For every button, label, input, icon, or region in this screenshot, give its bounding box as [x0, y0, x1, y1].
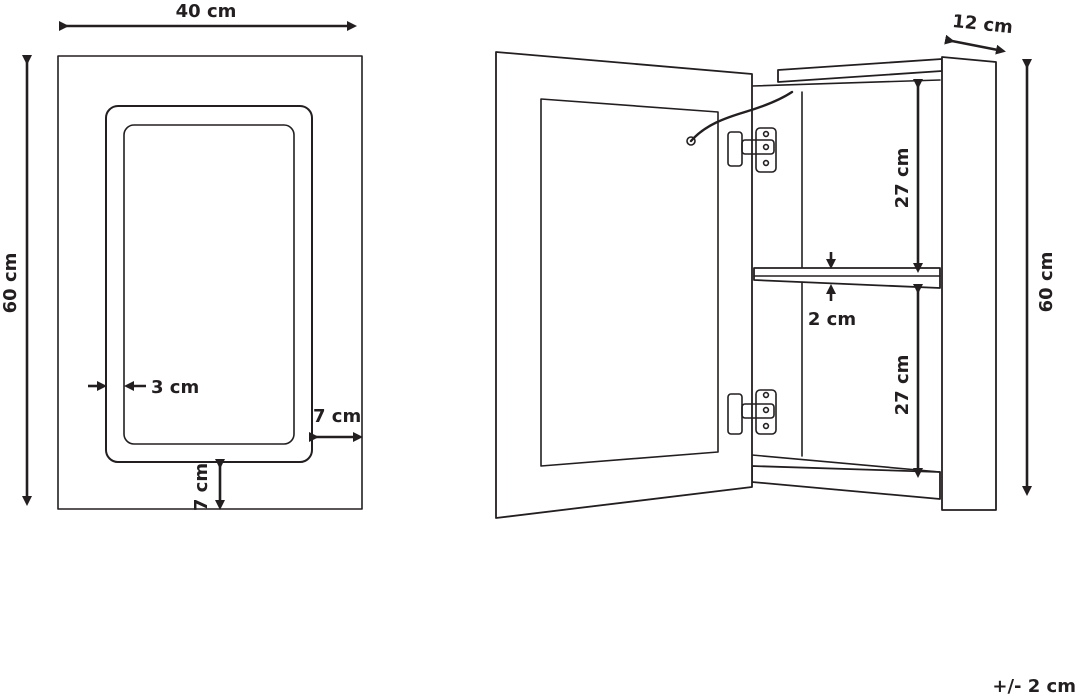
front-width-label: 40 cm [176, 1, 237, 22]
frame-width-label: 3 cm [151, 377, 199, 398]
door-mirror [540, 98, 719, 467]
shelf-thickness-label: 2 cm [808, 309, 856, 330]
open-door [495, 51, 753, 519]
cabinet-top-panel [777, 58, 943, 83]
open-height-label: 60 cm [1036, 252, 1057, 313]
front-height-label: 60 cm [0, 253, 21, 314]
led-light-frame [105, 105, 313, 463]
cable-connector [686, 136, 696, 146]
depth-arrow [944, 34, 1006, 55]
lower-compartment-label: 27 cm [892, 355, 913, 416]
bottom-margin-label: 7 cm [191, 463, 212, 511]
tolerance-note: +/- 2 cm [992, 676, 1076, 697]
front-cabinet-outline [57, 55, 363, 510]
upper-compartment-label: 27 cm [892, 148, 913, 209]
top-panel-inner-edge [751, 79, 941, 87]
open-view: 12 cm 60 cm 27 cm 2 cm 27 cm [495, 11, 1057, 519]
side-margin-label: 7 cm [313, 406, 361, 427]
cabinet-bottom-panel [751, 465, 941, 500]
depth-label: 12 cm [951, 11, 1014, 38]
cabinet-side-panel [941, 56, 997, 511]
front-view: 40 cm 60 cm 3 cm 7 cm 7 cm [0, 1, 363, 511]
glass-shelf [753, 267, 941, 289]
lower-hinge [727, 389, 777, 435]
mirror-glass [123, 124, 295, 445]
power-cable [689, 90, 794, 143]
bottom-panel-inner-edge [751, 454, 941, 473]
upper-hinge [727, 127, 777, 173]
